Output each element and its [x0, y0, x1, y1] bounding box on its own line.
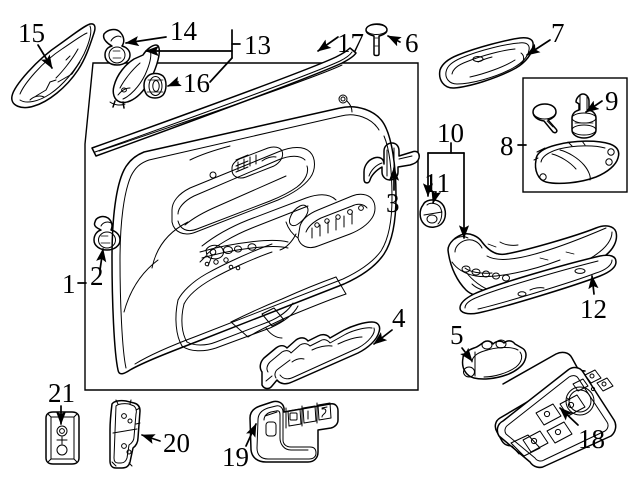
part-15-mirror-inner-cover: [11, 23, 96, 109]
part-8-bracket: [533, 140, 620, 185]
main-panel-frame-box: [84, 62, 419, 391]
callout-15: 15: [18, 18, 45, 48]
part-21-mirror-adjust-switch: [45, 411, 80, 465]
part-13-mirror-bracket: [109, 44, 161, 109]
door-trim-panel-main: [111, 94, 397, 375]
callout-16: 16: [183, 68, 210, 98]
callout-4: 4: [392, 303, 406, 333]
part-19-seat-memory-switch: [249, 400, 339, 463]
part-4-lower-trim-insert: [259, 321, 381, 390]
part-8-bolt: [532, 103, 558, 134]
part-12-lower-molding: [459, 254, 617, 315]
part-18-master-switch-panel: [494, 351, 617, 469]
callout-12: 12: [580, 294, 607, 324]
callout-17: 17: [337, 28, 364, 58]
callout-20: 20: [163, 428, 190, 458]
part-16-mirror-grommet: [143, 72, 167, 99]
part-3-pull-handle-bracket: [363, 142, 420, 184]
part-14-push-pin: [102, 28, 131, 66]
part-17-belt-molding: [91, 47, 357, 157]
callout-6: 6: [405, 28, 419, 58]
callout-numbers: 15 14 13 16 17 6 7 9 8 10 11 3 1 2 12 4 …: [18, 16, 619, 472]
callout-19: 19: [222, 442, 249, 472]
callout-13: 13: [244, 30, 271, 60]
callout-14: 14: [170, 16, 198, 46]
callout-3: 3: [386, 188, 400, 218]
part-5-handle-end-cap: [461, 339, 527, 380]
callout-1: 1: [62, 269, 76, 299]
callout-10: 10: [437, 118, 464, 148]
callout-leader-lines: [37, 29, 603, 447]
callout-7: 7: [551, 18, 565, 48]
part-9-expansion-rivet: [571, 93, 597, 139]
callout-2: 2: [90, 261, 104, 291]
part-8-bracket-kit-box: [522, 77, 628, 193]
callout-11: 11: [424, 168, 450, 198]
callout-8: 8: [500, 131, 514, 161]
part-20-lock-switch-module: [109, 399, 141, 469]
callout-9: 9: [605, 86, 619, 116]
callout-21: 21: [48, 378, 75, 408]
part-2-retainer-clip: [93, 215, 121, 251]
callout-5: 5: [450, 320, 464, 350]
part-6-stud-pin: [365, 23, 388, 57]
callout-18: 18: [578, 424, 605, 454]
